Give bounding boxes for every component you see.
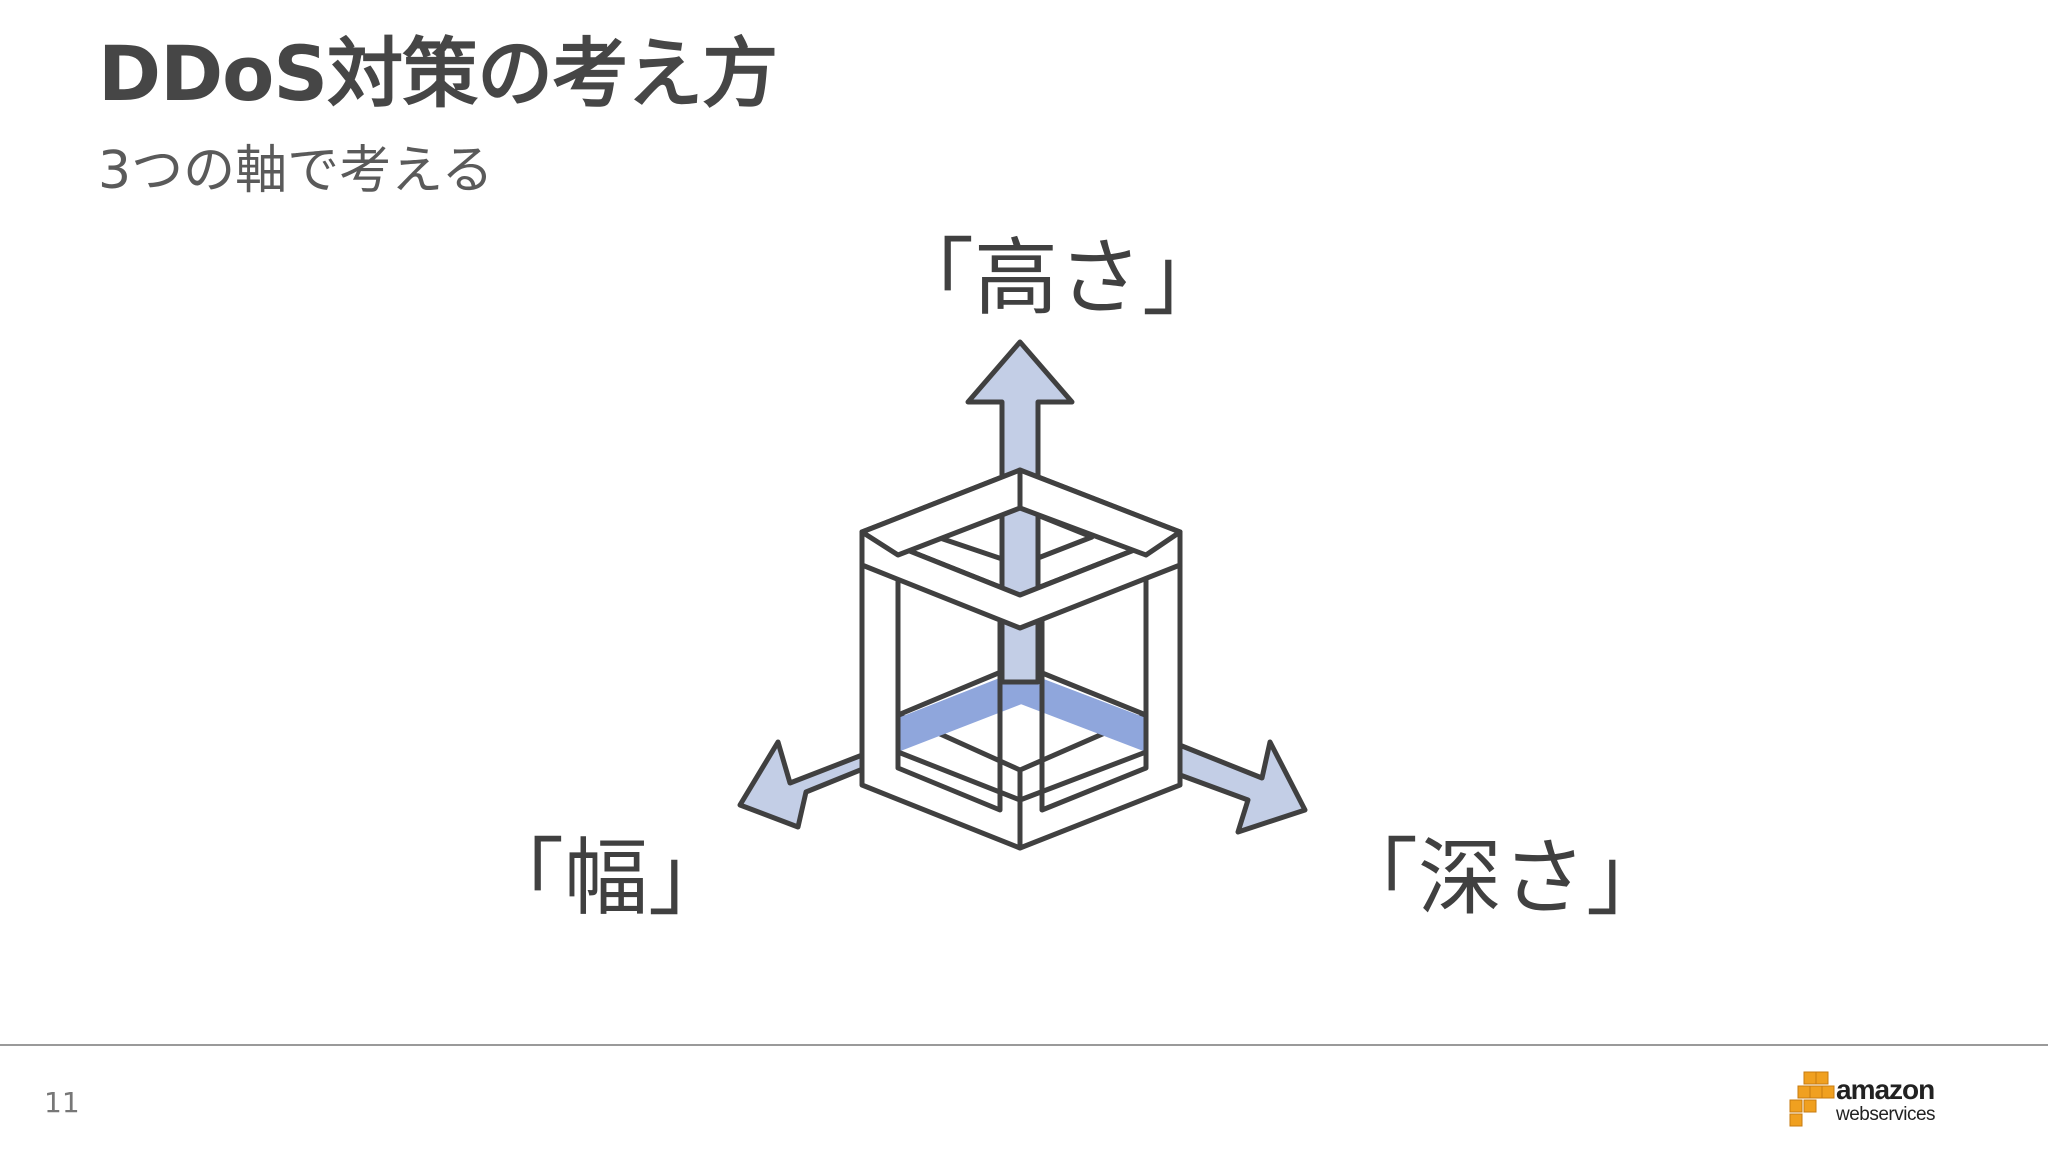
slide-title: DDoS対策の考え方 bbox=[98, 29, 778, 118]
height-arrow bbox=[965, 339, 1075, 685]
depth-arrow bbox=[1169, 739, 1308, 835]
cube-floor-edge bbox=[897, 749, 1147, 803]
axis-label-height: 「高さ」 bbox=[890, 229, 1227, 327]
width-arrow bbox=[737, 739, 883, 830]
aws-logo: amazon webservices bbox=[1786, 1068, 1956, 1132]
cube-top-rim-right bbox=[1017, 467, 1183, 558]
aws-logo-webservices: webservices bbox=[1836, 1104, 1936, 1125]
aws-cubes-icon bbox=[1789, 1071, 1835, 1127]
axis-label-depth: 「深さ」 bbox=[1334, 829, 1671, 927]
page-number: 11 bbox=[44, 1086, 80, 1119]
cube-front-top-bar bbox=[859, 529, 1183, 631]
footer-divider bbox=[0, 1044, 2048, 1046]
axis-label-width: 「幅」 bbox=[480, 829, 733, 927]
aws-logo-amazon: amazon bbox=[1836, 1074, 1935, 1105]
slide-subtitle: 3つの軸で考える bbox=[98, 141, 494, 201]
